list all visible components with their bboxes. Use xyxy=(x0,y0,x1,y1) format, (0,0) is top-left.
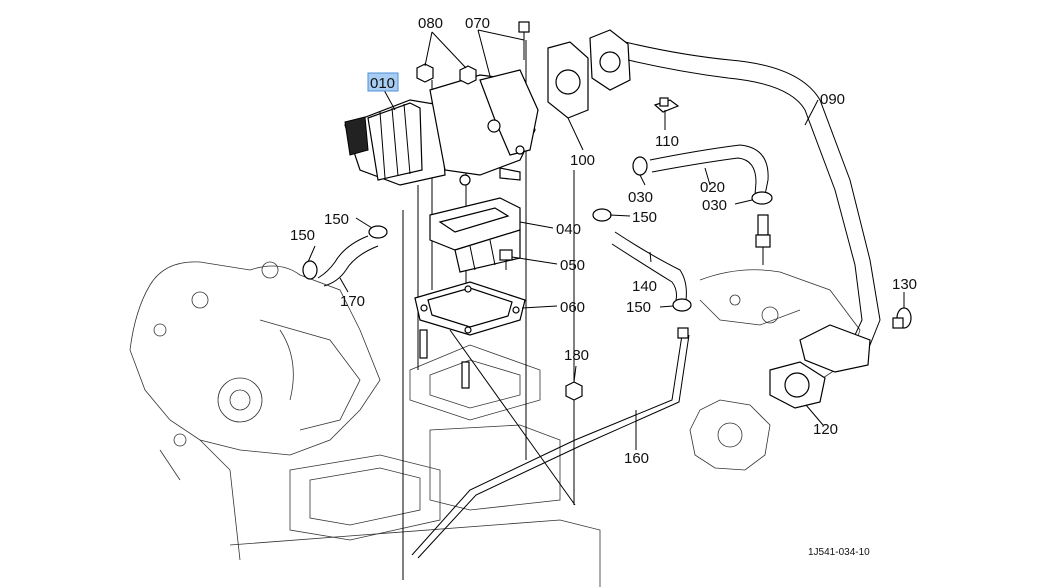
callouts: 010 080 070 100 110 090 030 020 030 150 … xyxy=(290,15,917,558)
stud-set xyxy=(419,329,470,389)
callout-090[interactable]: 090 xyxy=(820,91,845,108)
callout-080[interactable]: 080 xyxy=(418,15,443,32)
clamp-150[interactable] xyxy=(302,208,692,312)
callout-110[interactable]: 110 xyxy=(655,133,679,150)
cooler-040[interactable] xyxy=(429,197,521,273)
callout-160[interactable]: 160 xyxy=(624,450,649,467)
callout-170[interactable]: 170 xyxy=(340,293,365,310)
callout-060[interactable]: 060 xyxy=(560,299,585,316)
drawing-reference: 1J541-034-10 xyxy=(808,547,870,558)
callout-010[interactable]: 010 xyxy=(370,75,395,92)
callout-150-a[interactable]: 150 xyxy=(632,209,657,226)
hose-020[interactable] xyxy=(649,144,769,196)
callout-100[interactable]: 100 xyxy=(570,152,595,169)
callout-030-right[interactable]: 030 xyxy=(702,197,727,214)
hose-140[interactable] xyxy=(611,231,687,301)
callout-140[interactable]: 140 xyxy=(632,278,657,295)
gasket-120[interactable] xyxy=(769,361,826,409)
leader-lines xyxy=(307,29,905,450)
bolt-050[interactable] xyxy=(499,249,513,270)
nut-080[interactable] xyxy=(416,63,477,85)
callout-050[interactable]: 050 xyxy=(560,257,585,274)
callout-020[interactable]: 020 xyxy=(700,179,725,196)
stud-070[interactable] xyxy=(518,21,530,60)
callout-070[interactable]: 070 xyxy=(465,15,490,32)
callout-040[interactable]: 040 xyxy=(556,221,581,238)
engine-block-outline xyxy=(129,261,861,587)
gasket-060[interactable] xyxy=(414,281,526,336)
sensor-fitting xyxy=(755,214,771,265)
callout-130[interactable]: 130 xyxy=(892,276,917,293)
callout-030-left[interactable]: 030 xyxy=(628,189,653,206)
selected-callout-highlight xyxy=(367,72,399,92)
callout-150-d[interactable]: 150 xyxy=(290,227,315,244)
callout-120[interactable]: 120 xyxy=(813,421,838,438)
plug-130[interactable] xyxy=(892,307,912,329)
bolt-110[interactable] xyxy=(653,97,680,113)
egr-pipe-090[interactable] xyxy=(589,29,881,373)
callout-180[interactable]: 180 xyxy=(564,347,589,364)
callout-150-c[interactable]: 150 xyxy=(324,211,349,228)
bolt-180[interactable] xyxy=(565,381,583,412)
hose-170[interactable] xyxy=(317,235,379,287)
callout-150-b[interactable]: 150 xyxy=(626,299,651,316)
pipe-160[interactable] xyxy=(411,327,690,559)
gasket-100[interactable] xyxy=(547,41,589,119)
egr-valve[interactable] xyxy=(344,69,539,186)
